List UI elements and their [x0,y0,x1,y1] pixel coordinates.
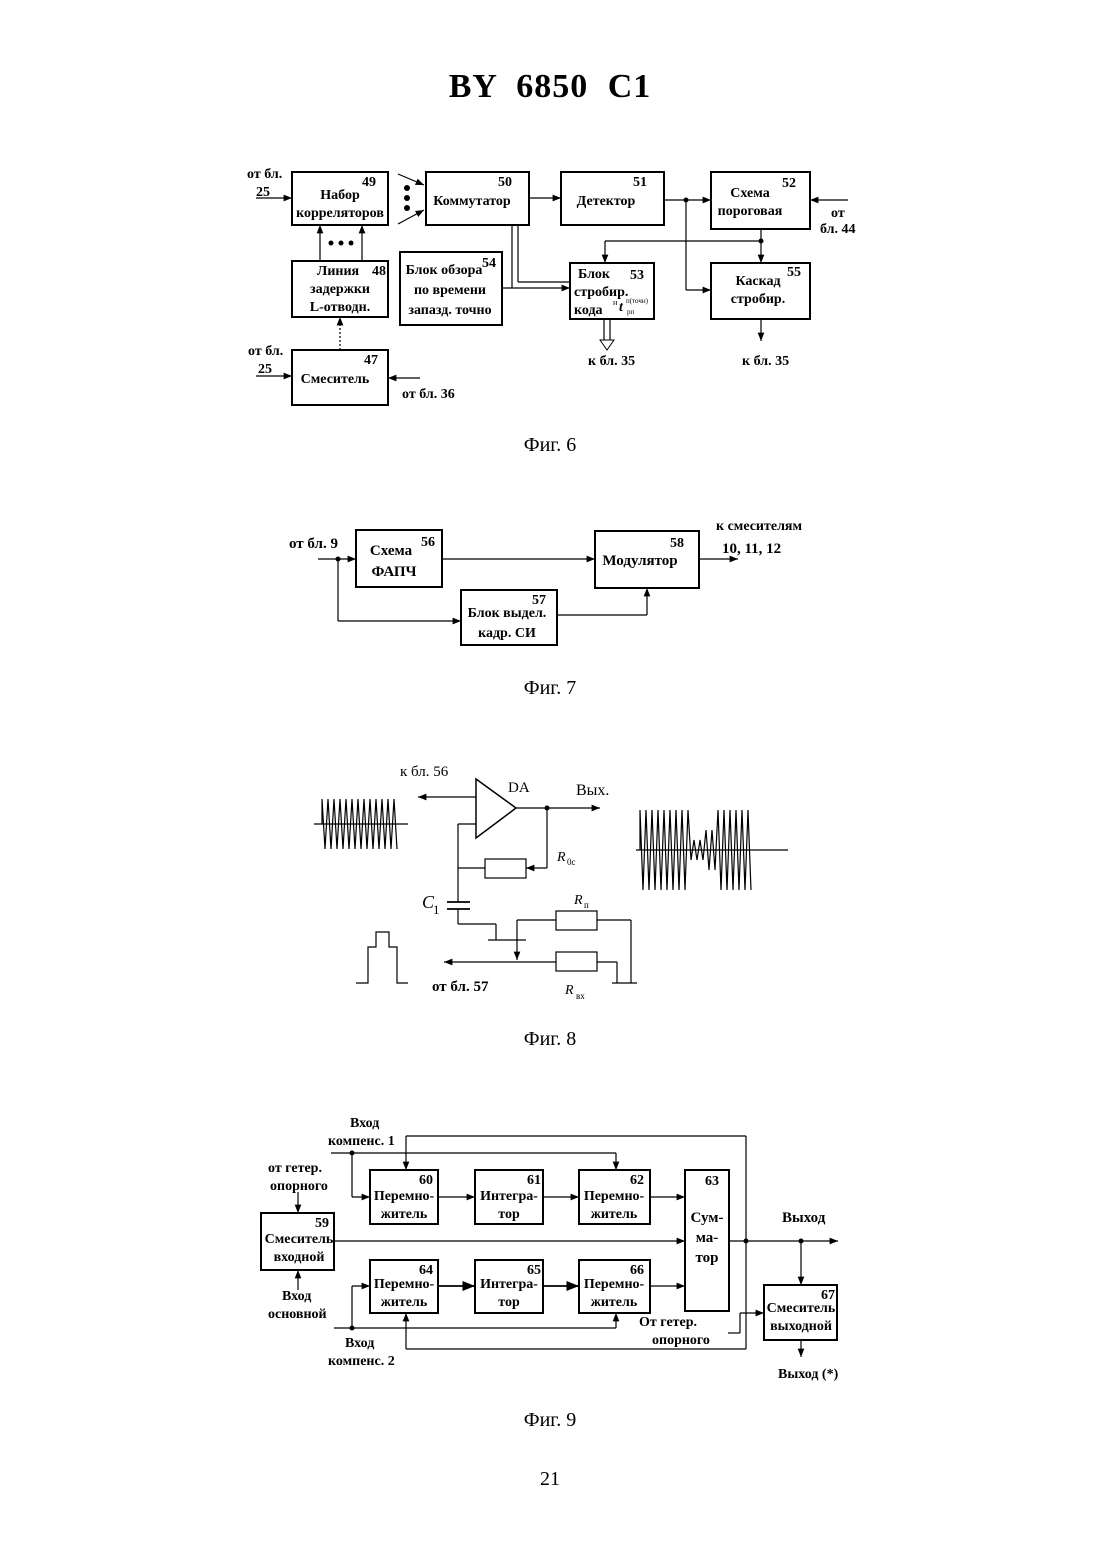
block-64-number: 64 [419,1263,433,1278]
block-62-label-1: Перемно- [584,1189,645,1204]
output-star-label: Выход (*) [778,1367,839,1382]
het-ref-label-a: от гетер. [268,1161,322,1176]
page-number: 21 [0,1468,1100,1491]
block-63-number: 63 [705,1174,719,1189]
block-59-label-1: Смеситель [265,1232,334,1247]
het-ref2-label-b: опорного [652,1333,710,1348]
main-input-label-a: Вход [282,1289,311,1304]
block-65-label-1: Интегра- [480,1277,538,1292]
comp1-label-a: Вход [350,1116,379,1131]
block-60-label-2: житель [381,1207,428,1222]
block-61-number: 61 [527,1173,541,1188]
main-input-label-b: основной [268,1307,327,1322]
block-67-label-1: Смеситель [767,1301,836,1316]
block-64-label-2: житель [381,1295,428,1310]
output-label: Выход [782,1210,826,1226]
block-62-number: 62 [630,1173,644,1188]
block-61-label-1: Интегра- [480,1189,538,1204]
block-67-label-2: выходной [770,1319,832,1334]
block-64-label-1: Перемно- [374,1277,435,1292]
het-ref2-label-a: От гетер. [639,1315,697,1330]
comp2-label-b: компенс. 2 [328,1354,395,1369]
block-61-label-2: тор [498,1207,520,1222]
figure-9-caption: Фиг. 9 [0,1409,1100,1432]
block-66-label-1: Перемно- [584,1277,645,1292]
block-65-label-2: тор [498,1295,520,1310]
block-62-label-2: житель [591,1207,638,1222]
block-60-label-1: Перемно- [374,1189,435,1204]
het-ref-label-b: опорного [270,1179,328,1194]
block-59-number: 59 [315,1216,329,1231]
figure-9-diagram: 59 Смеситель входной 60 Перемно- житель … [0,0,1100,1420]
block-63-label-3: тор [695,1250,718,1266]
block-63-label-2: ма- [696,1230,719,1246]
block-66-label-2: житель [591,1295,638,1310]
block-63-label-1: Сум- [691,1210,724,1226]
block-59-label-2: входной [274,1250,325,1265]
comp2-label-a: Вход [345,1336,374,1351]
block-65-number: 65 [527,1263,541,1278]
block-66-number: 66 [630,1263,644,1278]
block-60-number: 60 [419,1173,433,1188]
comp1-label-b: компенс. 1 [328,1134,395,1149]
